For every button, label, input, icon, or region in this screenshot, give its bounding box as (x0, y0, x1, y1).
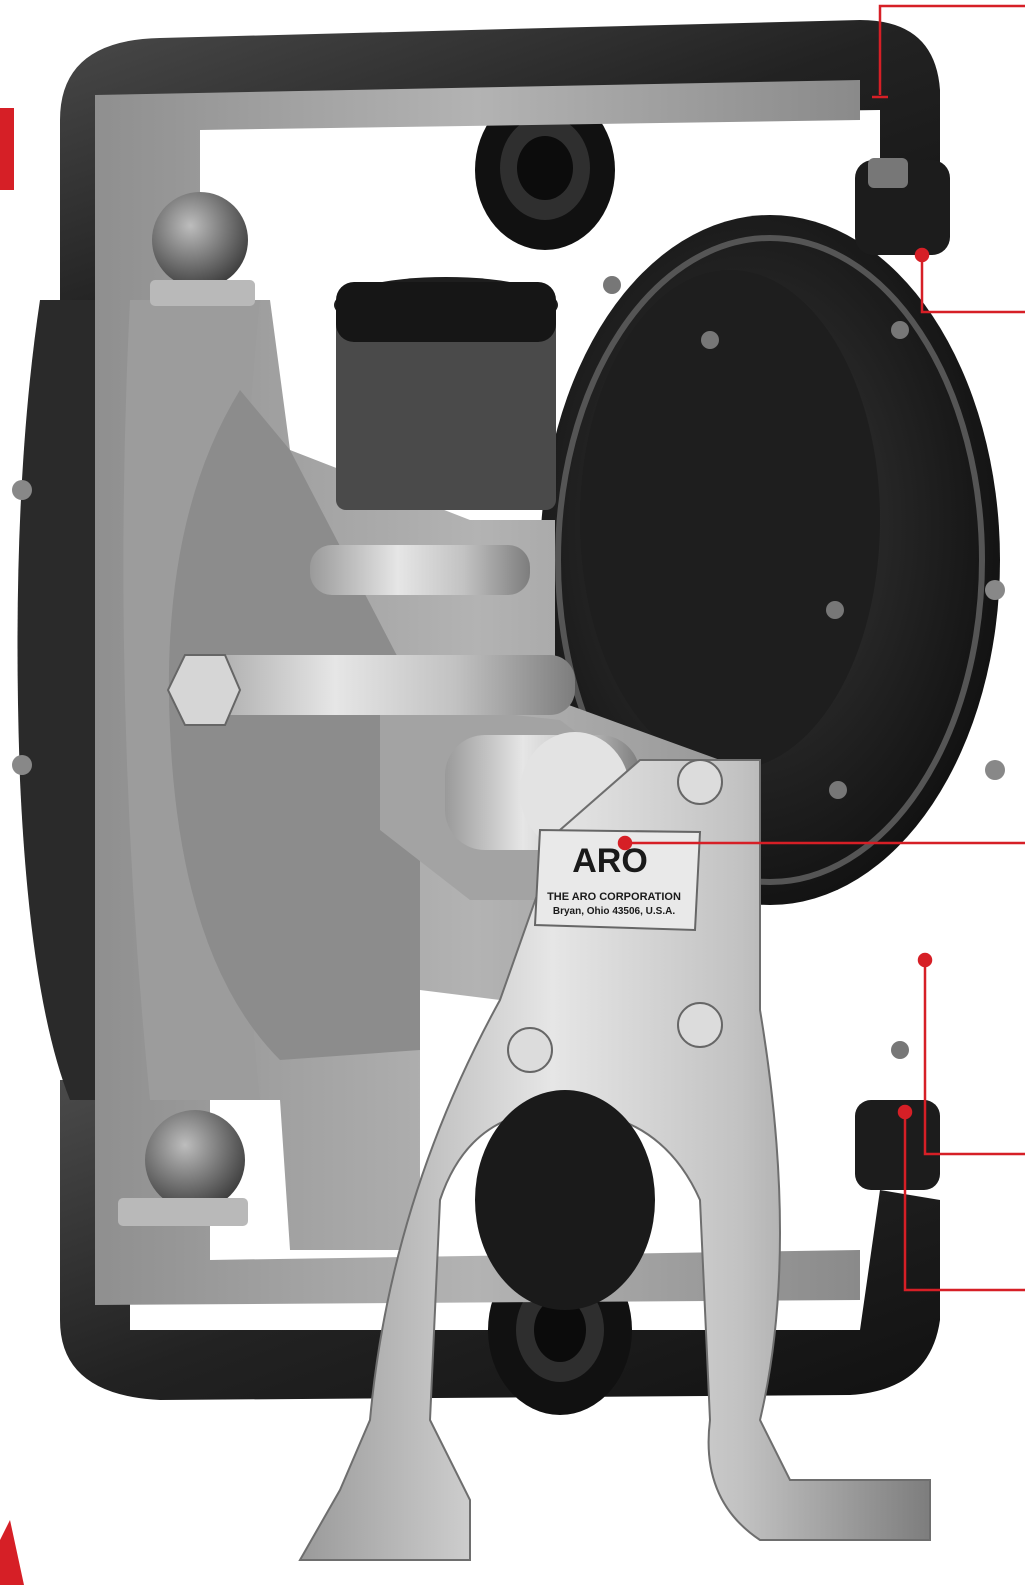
air-valve-cap (334, 277, 558, 510)
right-housing (540, 215, 1005, 1059)
callout-lines (617, 4, 1025, 1292)
nameplate: ARO THE ARO CORPORATION Bryan, Ohio 4350… (533, 828, 702, 932)
callout-top-manifold (872, 4, 1025, 99)
nameplate-line2: Bryan, Ohio 43506, U.S.A. (553, 906, 675, 917)
bottom-check-ball (145, 1110, 245, 1210)
diaphragm-shaft (166, 545, 575, 726)
red-accent-mark-bottom (0, 1520, 24, 1585)
callout-fluid-cap (917, 952, 1025, 1156)
top-check-ball (152, 192, 248, 288)
nameplate-line1: THE ARO CORPORATION (547, 891, 681, 903)
callout-air-valve (617, 835, 1025, 851)
callout-bottom-cap (897, 1104, 1025, 1292)
nameplate-logo: ARO (572, 842, 648, 880)
callout-manifold-cap (914, 247, 1025, 314)
red-accent-mark-top (0, 108, 14, 190)
